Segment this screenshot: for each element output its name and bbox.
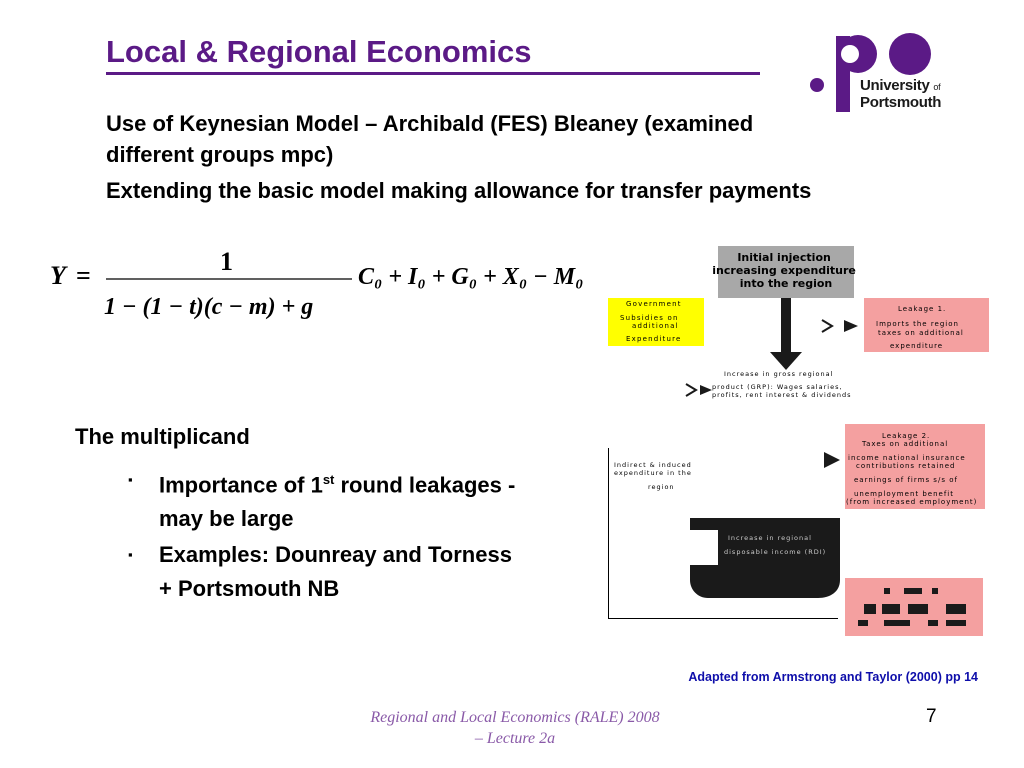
leakage-diagram: Leakage 2. Taxes on additional income na… <box>608 424 985 636</box>
university-logo-text: University of Portsmouth <box>860 77 942 111</box>
increase-regional-text: Increase in gross regional <box>724 370 833 378</box>
formula-numerator: 1 <box>220 247 233 276</box>
university-logo <box>810 33 931 112</box>
title-underline <box>106 72 760 75</box>
page-number: 7 <box>926 706 937 727</box>
government-box-text: Government Subsidies on additional Expen… <box>620 300 685 343</box>
heading-keynesian-model: Use of Keynesian Model – Archibald (FES)… <box>106 111 754 167</box>
formula-denominator: 1 − (1 − t)(c − m) + g <box>104 294 313 320</box>
leakage3-box-garbled <box>858 588 966 626</box>
bullet-marker: ▪ <box>128 547 133 562</box>
initial-injection-label: Initial injection increasing expenditure… <box>712 251 859 290</box>
leakage2-text: Leakage 2. Taxes on additional income na… <box>846 432 977 506</box>
leakage1-text: Leakage 1. Imports the region taxes on a… <box>876 305 967 350</box>
slide-footer: Regional and Local Economics (RALE) 2008… <box>370 709 660 747</box>
indirect-expenditure-text: Indirect & induced expenditure in the re… <box>614 461 695 491</box>
multiplier-formula: Y = 1 1 − (1 − t)(c − m) + g C₀ + I₀ + G… <box>50 247 583 320</box>
multiplicand-heading: The multiplicand <box>75 424 250 449</box>
formula-equals: = <box>76 261 91 290</box>
formula-lhs: Y <box>50 261 68 290</box>
formula-rhs: C₀ + I₀ + G₀ + X₀ − M₀ <box>358 264 583 290</box>
product-text: product (GRP): Wages salaries, profits, … <box>712 383 852 399</box>
increase-disposable-text: Increase in regional disposable income (… <box>724 534 826 556</box>
slide-title: Local & Regional Economics <box>106 34 532 69</box>
figure-credit: Adapted from Armstrong and Taylor (2000)… <box>688 670 978 684</box>
injection-diagram: Initial injection increasing expenditure… <box>608 246 989 399</box>
bullet-marker: ▪ <box>128 472 133 487</box>
heading-transfer-payments: Extending the basic model making allowan… <box>106 178 812 203</box>
